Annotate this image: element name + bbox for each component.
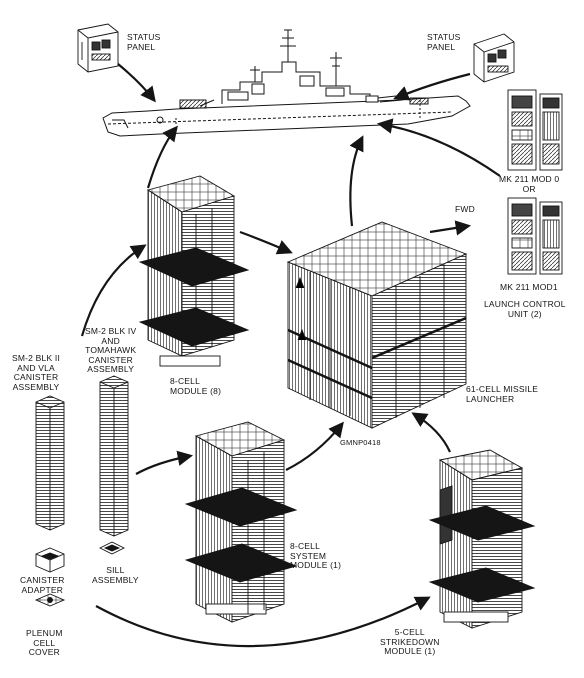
launch-control-unit-label: LAUNCH CONTROL UNIT (2) [484, 299, 566, 319]
sixty-one-cell-launcher-illustration [286, 221, 468, 429]
plenum-cell-cover-label: PLENUM CELL COVER [26, 628, 63, 657]
sm2-blk2-vla-label: SM-2 BLK II AND VLA CANISTER ASSEMBLY [12, 353, 61, 392]
arrow-canister-to-system [135, 450, 194, 475]
arrow-status-left [117, 63, 156, 103]
status-panel-right-label: STATUS PANEL [427, 32, 461, 52]
arrow-lcu-to-ship [376, 118, 501, 177]
sill-assembly-label: SILL ASSEMBLY [92, 565, 139, 585]
plenum-cell-cover-illustration [34, 593, 66, 607]
strikedown-module-illustration [428, 449, 536, 629]
system-module-illustration [184, 421, 298, 623]
gmnp-code-label: GMNP0418 [340, 438, 381, 447]
system-module-label: 8-CELL SYSTEM MODULE (1) [290, 541, 342, 570]
mk211-mod0-label: MK 211 MOD 0 OR [499, 174, 560, 194]
sm2-blk4-tomahawk-label: SM-2 BLK IV AND TOMAHAWK CANISTER ASSEMB… [85, 326, 137, 374]
status-panel-right-illustration [473, 33, 515, 83]
status-panel-left-label: STATUS PANEL [127, 32, 161, 52]
arrow-module-to-launcher [239, 230, 293, 255]
flow-arrows [80, 63, 501, 648]
fwd-label: FWD [455, 204, 475, 214]
mk211-mod1-label: MK 211 MOD1 [500, 282, 558, 292]
mk211-mod0-illustration [507, 89, 563, 171]
canister-adapter-illustration [35, 547, 65, 573]
status-panel-left-illustration [77, 23, 119, 73]
arrow-fwd [429, 220, 472, 236]
eight-cell-module-label: 8-CELL MODULE (8) [170, 376, 222, 396]
sixty-one-cell-launcher-label: 61-CELL MISSILE LAUNCHER [466, 384, 539, 404]
arrow-canister-to-module [80, 244, 147, 337]
mk211-mod1-illustration [507, 197, 563, 275]
arrow-launcher-to-ship [349, 135, 364, 227]
strikedown-module-label: 5-CELL STRIKEDOWN MODULE (1) [380, 627, 440, 656]
arrow-status-right [393, 72, 471, 101]
arrow-system-to-launcher [285, 421, 344, 471]
canister-adapter-label: CANISTER ADAPTER [20, 575, 65, 595]
arrow-adapter-to-strikedown [95, 596, 431, 648]
sm2-blk2-canister-illustration [35, 395, 65, 531]
sill-assembly-illustration [98, 541, 126, 555]
ship-illustration [102, 29, 471, 137]
sm2-blk4-canister-illustration [99, 375, 129, 537]
eight-cell-module-illustration [138, 175, 250, 367]
arrow-module-to-ship [146, 125, 178, 189]
arrow-strikedown-to-launcher [411, 412, 452, 453]
